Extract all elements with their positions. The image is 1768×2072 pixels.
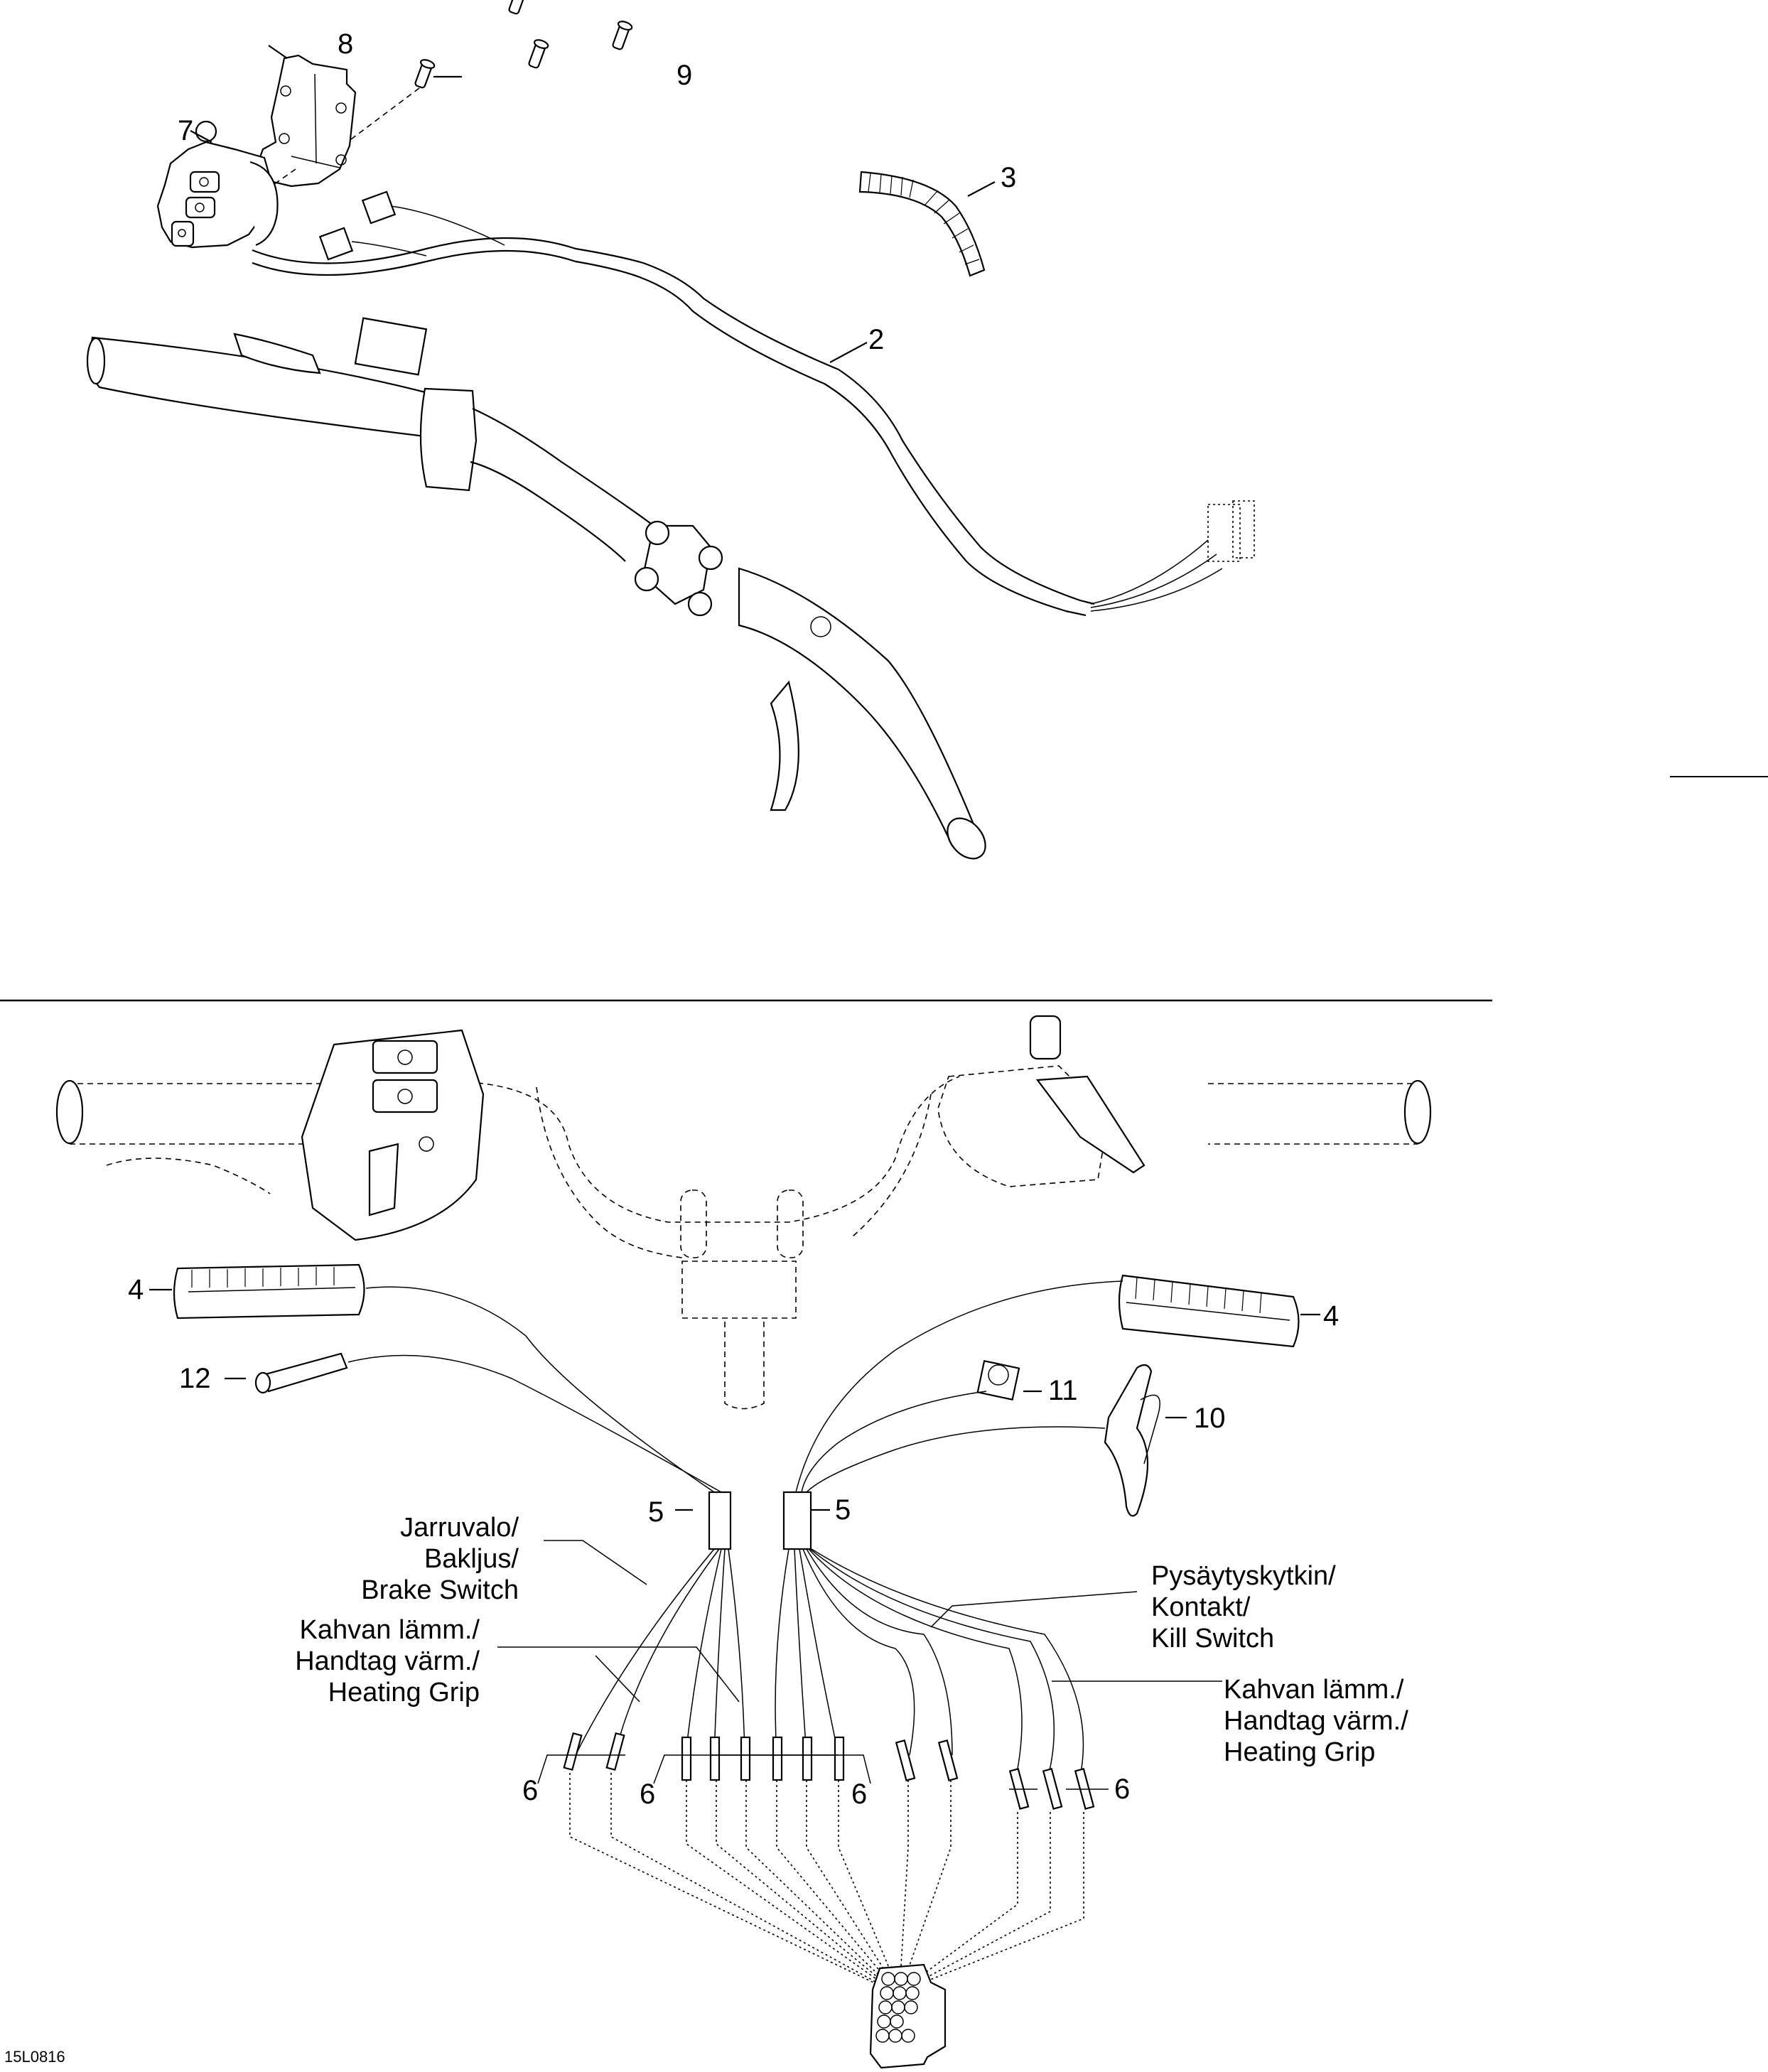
callout-4-left: 4 (128, 1274, 144, 1305)
callout-9: 9 (677, 60, 693, 91)
heating-grip-left-part (173, 1263, 365, 1320)
handlebar-bottom-ghost (55, 1015, 1432, 1410)
annotation-line: Handtag värm./ (1224, 1706, 1408, 1736)
annotation-heating-grip-left: Kahvan lämm./ Handtag värm./ Heating Gri… (263, 1614, 480, 1708)
throttle-lever-part (1104, 1364, 1160, 1517)
callout-11: 11 (1048, 1375, 1078, 1406)
annotation-line: Brake Switch (361, 1575, 519, 1605)
wiring-harness-part (252, 205, 1255, 617)
annotation-line: Handtag värm./ (295, 1646, 480, 1676)
callout-6-c: 6 (851, 1779, 868, 1810)
callout-6-d: 6 (1114, 1774, 1131, 1805)
figure-id: 15L0816 (4, 2048, 65, 2066)
annotation-line: Pysäytyskytkin/ (1151, 1561, 1336, 1591)
terminal-wires (575, 1548, 1084, 1777)
callout-3: 3 (1001, 162, 1017, 193)
leader-8 (268, 45, 288, 59)
annotation-kill-switch: Pysäytyskytkin/ Kontakt/ Kill Switch (1151, 1560, 1336, 1654)
convoluted-tube-part (858, 171, 986, 277)
terminal-leaders (537, 1754, 1109, 1790)
leader-3 (967, 181, 996, 197)
callout-6-b: 6 (640, 1779, 656, 1810)
annotation-line: Kill Switch (1151, 1624, 1275, 1653)
annotation-line: Kontakt/ (1151, 1592, 1251, 1622)
callout-6-a: 6 (522, 1775, 539, 1806)
callout-7: 7 (178, 115, 194, 146)
annotation-line: Jarruvalo/ (400, 1513, 519, 1543)
heating-grip-right-part (1118, 1274, 1300, 1348)
handlebar-top-part (86, 317, 986, 860)
main-connector-part (869, 1963, 947, 2069)
annotation-brake-switch: Jarruvalo/ Bakljus/ Brake Switch (327, 1512, 519, 1606)
switch-housing-part (156, 120, 279, 249)
annotation-line: Kahvan lämm./ (299, 1615, 480, 1645)
callout-5-right: 5 (835, 1494, 851, 1526)
annotation-line: Heating Grip (1224, 1737, 1376, 1767)
screws-group (414, 0, 633, 89)
callout-12: 12 (179, 1363, 211, 1394)
annotation-heating-grip-right: Kahvan lämm./ Handtag värm./ Heating Gri… (1224, 1674, 1408, 1768)
switch-cover-part (256, 54, 357, 188)
leader-2 (829, 342, 868, 363)
callout-4-right: 4 (1323, 1300, 1340, 1332)
sleeve-left (708, 1491, 732, 1550)
sleeve-right (782, 1491, 812, 1550)
callout-8: 8 (338, 28, 354, 60)
pinout-lines (569, 1773, 1084, 1990)
brake-sensor-part (254, 1352, 348, 1394)
leader-7 (190, 130, 212, 143)
connector-small-top (318, 190, 397, 261)
callout-2: 2 (868, 324, 885, 355)
callout-5-left: 5 (648, 1496, 664, 1528)
handlebar-clamp (634, 520, 723, 617)
annotation-line: Kahvan lämm./ (1224, 1675, 1404, 1705)
kill-switch-part (976, 1359, 1020, 1401)
annotation-line: Bakljus/ (424, 1544, 519, 1574)
harness-branches (347, 1280, 1123, 1493)
annotation-leaders (497, 1540, 1222, 1703)
annotation-line: Heating Grip (328, 1678, 480, 1707)
callout-10: 10 (1194, 1403, 1226, 1434)
